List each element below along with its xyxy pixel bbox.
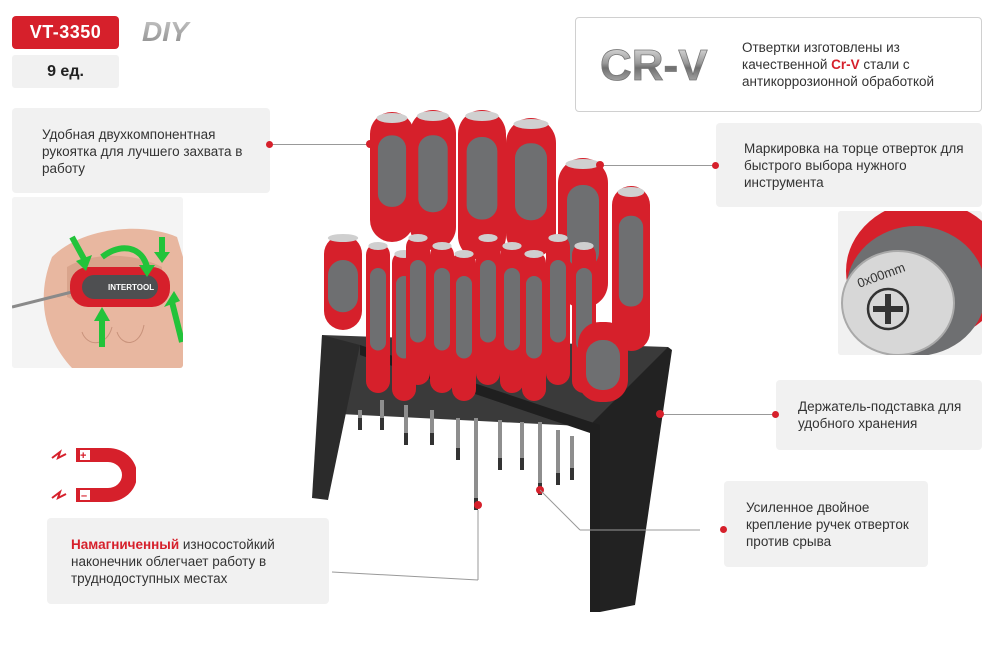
handle-grip: [586, 340, 620, 390]
handle-grip: [480, 260, 496, 343]
handle-leader-dot: [266, 141, 273, 148]
crv-info-box: CR-V Отвертки изготовлены из качественно…: [575, 17, 982, 112]
mount-leader-line: [539, 489, 581, 531]
magnet-leader-dot: [474, 501, 482, 509]
handle-end-cap: [432, 242, 452, 250]
magnet-rest: износостойкий наконечник облегчает работ…: [71, 537, 275, 586]
handle-grip: [456, 276, 472, 359]
crv-highlight: Cr-V: [831, 57, 860, 72]
crv-logo-text: CR-V: [600, 41, 708, 90]
handle-end-cap: [524, 250, 544, 258]
stand-leader-line: [660, 414, 776, 415]
handle-end-cap: [465, 111, 499, 121]
screwdriver-set-image: [300, 100, 720, 620]
handle-end-cap: [376, 113, 408, 123]
handle-grip: [550, 260, 566, 343]
handle-grip: [526, 276, 542, 359]
handle-end-cap: [478, 234, 498, 242]
handle-grip: [370, 268, 386, 351]
handle-grip: [515, 143, 547, 221]
handle-callout-text: Удобная двухкомпонентная рукоятка для лу…: [42, 127, 243, 176]
stand-front-edge: [360, 345, 600, 612]
marking-callout-text: Маркировка на торце отверток для быстрог…: [744, 141, 964, 190]
crv-logo: CR-V: [598, 38, 728, 91]
model-badge: VT-3350: [12, 16, 119, 49]
marking-leader-dot: [712, 162, 719, 169]
magnet-leader-line-2: [331, 571, 479, 581]
magnet-icon: + –: [50, 442, 138, 508]
crv-description: Отвертки изготовлены из качественной Cr-…: [742, 39, 974, 90]
magnet-highlight: Намагниченный: [71, 537, 180, 552]
diy-logo: DIY: [140, 16, 222, 47]
stand-image-dot: [656, 410, 664, 418]
mount-leader-dot: [720, 526, 727, 533]
mount-callout-text: Усиленное двойное крепление ручек отверт…: [746, 500, 909, 549]
handle-image-dot: [366, 140, 374, 148]
handle-end-cap: [548, 234, 568, 242]
handle-leader-line: [270, 144, 370, 145]
handle-end-cap: [368, 242, 388, 250]
magnet-minus: –: [81, 490, 87, 502]
handle-grip: [410, 260, 426, 343]
stand-callout-text: Держатель-подставка для удобного хранени…: [798, 399, 962, 431]
handle-grip: [377, 135, 407, 207]
stand-leader-dot: [772, 411, 779, 418]
handle-grip: [504, 268, 520, 351]
handle-end-cap: [327, 234, 359, 242]
handle-end-cap: [416, 111, 450, 121]
stand-callout: Держатель-подставка для удобного хранени…: [776, 380, 982, 450]
handle-end-cap: [454, 250, 474, 258]
hand-handle-brand: INTERTOOL: [108, 283, 154, 292]
tip-marking-photo: 0x00mm: [838, 211, 982, 355]
marking-image-dot: [596, 161, 604, 169]
handle-end-cap: [513, 119, 549, 129]
crv-text-before: Отвертки изготовлены из качественной: [742, 40, 900, 72]
stand-right-leg: [590, 347, 672, 612]
handle-grip: [418, 135, 448, 213]
handle-grip: [618, 215, 644, 307]
handle-grip: [328, 260, 358, 313]
crv-text-after: стали с антикоррозионной обработкой: [742, 57, 935, 89]
marking-callout: Маркировка на торце отверток для быстрог…: [716, 123, 982, 207]
handle-end-cap: [617, 187, 645, 197]
diy-logo-text: DIY: [142, 16, 191, 46]
handle-end-cap: [574, 242, 594, 250]
handle-end-cap: [408, 234, 428, 242]
handle-callout: Удобная двухкомпонентная рукоятка для лу…: [12, 108, 270, 193]
handle-grip: [466, 137, 498, 220]
handle-grip: [434, 268, 450, 351]
handle-end-cap: [502, 242, 522, 250]
handle-end-cap: [565, 159, 601, 169]
magnet-callout-text: Намагниченный износостойкий наконечник о…: [71, 536, 321, 587]
stand-left-leg: [312, 335, 360, 500]
mount-callout: Усиленное двойное крепление ручек отверт…: [724, 481, 928, 567]
hand-grip-photo: INTERTOOL: [12, 197, 183, 368]
quantity-badge: 9 ед.: [12, 55, 119, 88]
marking-leader-line: [600, 165, 716, 166]
magnet-plus: +: [80, 450, 86, 462]
magnet-callout: Намагниченный износостойкий наконечник о…: [47, 518, 329, 604]
